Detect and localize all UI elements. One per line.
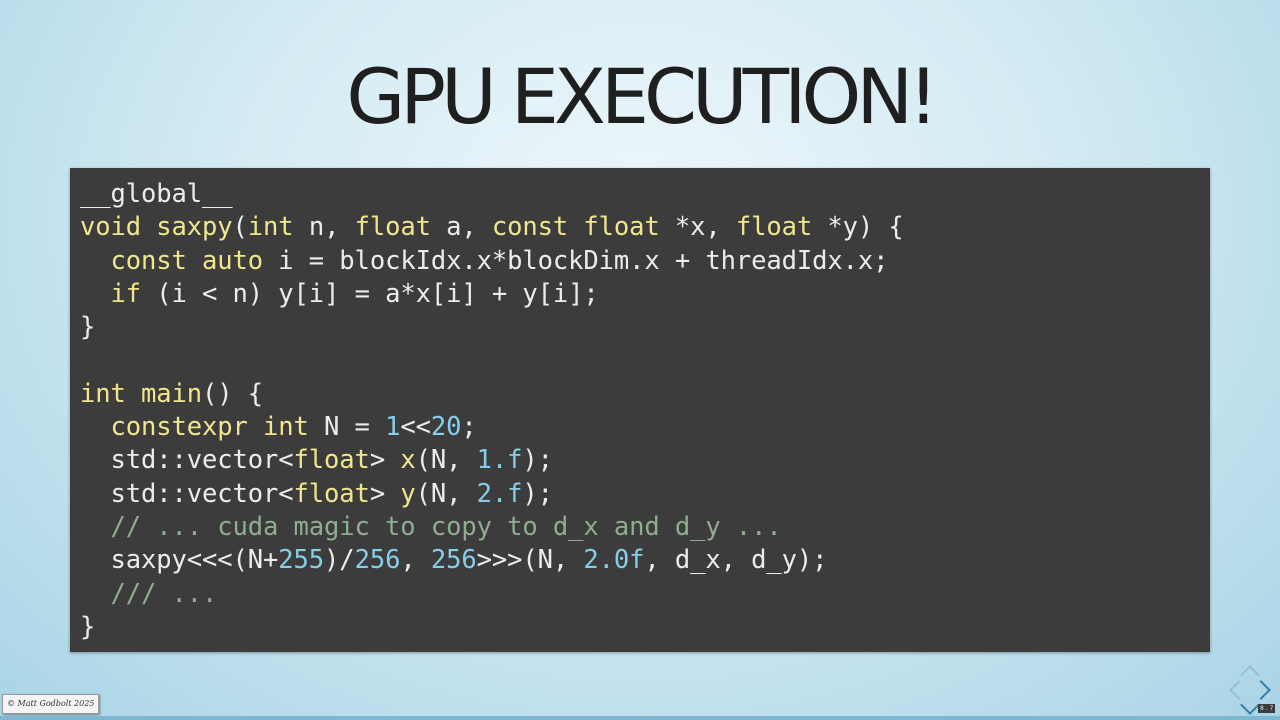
- code-token-num: 1: [385, 412, 401, 443]
- code-token-kw: float: [293, 478, 370, 509]
- code-token-kw: float: [354, 212, 431, 243]
- code-token-plain: )/: [324, 545, 355, 576]
- code-token-plain: [80, 412, 111, 442]
- code-token-plain: (N,: [415, 445, 477, 476]
- code-line: void saxpy(int n, float a, const float *…: [80, 211, 1210, 244]
- code-line: constexpr int N = 1<<20;: [80, 411, 1210, 444]
- code-line: std::vector<float> y(N, 2.f);: [80, 478, 1210, 511]
- code-token-plain: *y) {: [812, 212, 904, 243]
- code-token-num: 2.f: [476, 478, 523, 509]
- nav-up-icon[interactable]: [1240, 665, 1260, 685]
- code-token-kw: int main: [80, 378, 203, 409]
- code-token-plain: N =: [308, 412, 386, 443]
- code-line: __global__: [80, 178, 1210, 211]
- code-token-plain: [80, 512, 111, 542]
- code-line: // ... cuda magic to copy to d_x and d_y…: [80, 511, 1210, 544]
- code-token-plain: >: [369, 445, 401, 476]
- code-token-num: 255: [278, 545, 325, 576]
- slide-title: GPU EXECUTION!: [346, 52, 938, 141]
- code-token-plain: );: [522, 478, 553, 509]
- copyright-notice: © Matt Godbolt 2025: [2, 694, 100, 714]
- code-token-kw: float: [293, 445, 370, 476]
- code-token-plain: <<: [400, 412, 431, 443]
- code-token-plain: , d_x, d_y);: [644, 545, 828, 576]
- code-token-plain: a,: [430, 212, 492, 243]
- code-line: }: [80, 311, 1210, 344]
- code-token-plain: }: [80, 611, 96, 642]
- code-token-plain: );: [522, 445, 553, 476]
- code-token-comment: /// ...: [110, 578, 218, 609]
- code-token-plain: *x,: [659, 212, 736, 243]
- code-token-kw: const auto: [110, 245, 264, 276]
- code-token-plain: (i < n) y[i] = a*x[i] + y[i];: [141, 278, 599, 309]
- code-line: saxpy<<<(N+255)/256, 256>>>(N, 2.0f, d_x…: [80, 544, 1210, 577]
- nav-right-icon[interactable]: [1251, 680, 1271, 700]
- code-token-plain: >>>(N,: [476, 545, 584, 576]
- code-token-kw: int: [247, 212, 294, 243]
- code-token-kw: constexpr int: [110, 412, 309, 443]
- code-token-kw: float: [735, 212, 813, 243]
- code-token-plain: [80, 579, 111, 609]
- slide-number: 8 . 7: [1258, 704, 1276, 713]
- code-token-plain: saxpy<<<(N+: [80, 545, 279, 576]
- code-line: /// ...: [80, 578, 1210, 611]
- code-line: std::vector<float> x(N, 1.f);: [80, 444, 1210, 477]
- code-token-num: 256: [354, 545, 401, 576]
- code-token-plain: }: [80, 312, 96, 343]
- code-token-kw: void saxpy: [80, 212, 233, 243]
- code-token-num: 2.0f: [583, 545, 645, 576]
- code-token-plain: i = blockIdx.x*blockDim.x + threadIdx.x;: [263, 245, 889, 276]
- code-token-plain: (N,: [415, 478, 477, 509]
- code-token-plain: std::vector<: [80, 445, 294, 476]
- code-token-kw: if: [110, 278, 142, 309]
- code-token-plain: ,: [400, 545, 431, 576]
- code-line: [80, 344, 1210, 377]
- slide-navigation: 8 . 7: [1226, 664, 1278, 718]
- code-token-plain: >: [369, 478, 401, 509]
- nav-left-icon[interactable]: [1229, 680, 1249, 700]
- code-token-plain: std::vector<: [80, 478, 294, 509]
- code-token-comment: // ... cuda magic to copy to d_x and d_y…: [110, 511, 782, 542]
- code-block: __global__void saxpy(int n, float a, con…: [70, 168, 1210, 652]
- progress-bar: [0, 716, 1280, 720]
- code-token-num: 256: [430, 545, 477, 576]
- code-token-kw: y: [400, 478, 416, 509]
- code-token-plain: __global__: [80, 179, 233, 209]
- code-token-plain: ;: [461, 412, 477, 443]
- code-token-num: 20: [430, 412, 462, 443]
- code-token-kw: x: [400, 445, 416, 476]
- code-token-plain: (: [232, 212, 248, 243]
- nav-down-icon[interactable]: [1240, 695, 1260, 715]
- code-token-plain: n,: [293, 212, 355, 243]
- code-token-num: 1.f: [476, 445, 523, 476]
- code-token-plain: () {: [202, 378, 264, 409]
- code-token-kw: const float: [491, 212, 660, 243]
- code-line: const auto i = blockIdx.x*blockDim.x + t…: [80, 245, 1210, 278]
- code-token-plain: [80, 279, 111, 309]
- code-line: }: [80, 611, 1210, 644]
- code-token-plain: [80, 246, 111, 276]
- code-line: if (i < n) y[i] = a*x[i] + y[i];: [80, 278, 1210, 311]
- code-line: int main() {: [80, 378, 1210, 411]
